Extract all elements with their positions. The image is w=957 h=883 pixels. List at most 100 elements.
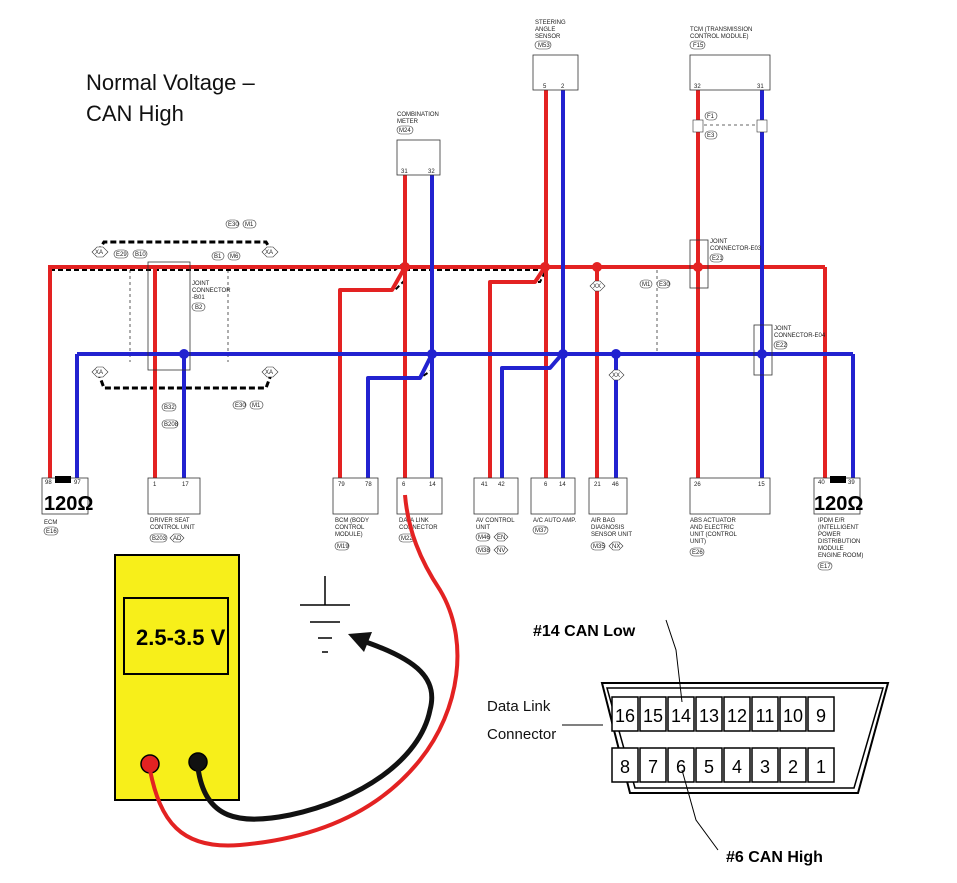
obd-pin-number: 16 — [615, 706, 635, 726]
svg-text:6: 6 — [402, 482, 406, 488]
svg-text:39: 39 — [848, 480, 855, 486]
can-high-pin-label: #6 CAN High — [726, 849, 823, 866]
svg-text:CONTROL UNIT: CONTROL UNIT — [150, 525, 195, 531]
svg-text:M19: M19 — [337, 544, 349, 550]
svg-text:17: 17 — [182, 482, 189, 488]
svg-text:M53: M53 — [538, 43, 550, 49]
svg-text:M22: M22 — [401, 536, 413, 542]
svg-text:XX: XX — [593, 284, 601, 290]
title-line-1: Normal Voltage – — [86, 70, 256, 95]
can-high-leader — [681, 769, 719, 851]
obd-pin-number: 12 — [727, 706, 747, 726]
connector-tags: E30 M1 E29 B10 B1 M6 XA XA XA XA E30 M1 … — [91, 219, 670, 429]
obd-pin-cell — [807, 696, 835, 732]
svg-text:1: 1 — [153, 482, 157, 488]
svg-text:POWER: POWER — [818, 532, 841, 538]
svg-text:40: 40 — [818, 480, 825, 486]
obd-pin-number: 3 — [760, 757, 770, 777]
svg-text:2: 2 — [561, 84, 565, 90]
svg-text:E16: E16 — [46, 529, 57, 535]
obd-pin-cell — [751, 747, 779, 783]
svg-text:JOINT: JOINT — [192, 281, 210, 287]
svg-text:BCM (BODY: BCM (BODY — [335, 518, 369, 524]
obd-pin-cell — [611, 696, 639, 732]
svg-text:AD: AD — [173, 536, 182, 542]
dlc-label-line-2: Connector — [487, 726, 556, 743]
joint-connector-e03: JOINT CONNECTOR-E03 E21 — [689, 239, 762, 289]
red-probe-lead — [148, 494, 460, 848]
obd-pin-number: 13 — [699, 706, 719, 726]
svg-text:M24: M24 — [399, 128, 411, 134]
svg-text:DISTRIBUTION: DISTRIBUTION — [818, 539, 860, 545]
ipdm-er-module: 40 39 120Ω IPDM E/R (INTELLIGENT POWER D… — [813, 476, 863, 571]
obd-pin-cell — [695, 747, 723, 783]
svg-text:XA: XA — [265, 250, 273, 256]
svg-text:A/C AUTO AMP.: A/C AUTO AMP. — [533, 518, 576, 524]
svg-text:MODULE: MODULE — [818, 546, 844, 552]
multimeter: 2.5-3.5 V — [114, 554, 240, 801]
obd-pin-cell — [695, 696, 723, 732]
svg-text:B2: B2 — [195, 305, 203, 311]
obd-pin-number: 6 — [676, 757, 686, 777]
svg-text:B203: B203 — [152, 536, 167, 542]
airbag-diagnosis-sensor-unit: 21 46 AIR BAG DIAGNOSIS SENSOR UNIT M35 … — [588, 477, 632, 551]
svg-text:97: 97 — [74, 480, 81, 486]
svg-text:METER: METER — [397, 119, 419, 125]
svg-text:M1: M1 — [252, 403, 261, 409]
svg-text:DATA LINK: DATA LINK — [399, 518, 429, 524]
obd-pin-cell — [667, 747, 695, 783]
svg-text:CONNECTOR: CONNECTOR — [192, 288, 231, 294]
svg-text:98: 98 — [45, 480, 52, 486]
obd-pin-number: 10 — [783, 706, 803, 726]
obd-pin-cell — [779, 696, 807, 732]
tcm-module: TCM (TRANSMISSION CONTROL MODULE) F15 32… — [689, 27, 771, 140]
ac-auto-amp: 6 14 A/C AUTO AMP. M37 — [530, 477, 576, 535]
svg-text:DIAGNOSIS: DIAGNOSIS — [591, 525, 624, 531]
svg-text:41: 41 — [481, 482, 488, 488]
svg-text:STEERING: STEERING — [535, 20, 566, 26]
svg-text:AND ELECTRIC: AND ELECTRIC — [690, 525, 735, 531]
obd-pin-cell — [723, 747, 751, 783]
obd-pin-cell — [807, 747, 835, 783]
can-low-leader — [665, 619, 683, 703]
svg-text:DRIVER SEAT: DRIVER SEAT — [150, 518, 190, 524]
data-link-connector-module: 6 14 DATA LINK CONNECTOR M22 — [396, 477, 443, 543]
obd-pin-number: 8 — [620, 757, 630, 777]
ecm-terminating-resistor: 120Ω — [44, 493, 93, 515]
svg-text:XA: XA — [95, 250, 103, 256]
dlc-label-line-1: Data Link — [487, 698, 551, 715]
svg-text:E30: E30 — [228, 222, 239, 228]
svg-text:F15: F15 — [693, 43, 704, 49]
svg-text:SENSOR: SENSOR — [535, 34, 561, 40]
obd-pin-number: 9 — [816, 706, 826, 726]
svg-text:UNIT): UNIT) — [690, 539, 706, 545]
joint-connector-e04: JOINT CONNECTOR-E04 E22 — [753, 324, 826, 376]
svg-text:XA: XA — [95, 370, 103, 376]
obd-pin-number: 1 — [816, 757, 826, 777]
svg-text:NX: NX — [612, 544, 620, 550]
obd-pin-number: 14 — [671, 706, 691, 726]
svg-text:COMBINATION: COMBINATION — [397, 112, 439, 118]
svg-text:6: 6 — [544, 482, 548, 488]
title-line-2: CAN High — [86, 101, 184, 126]
svg-text:32: 32 — [428, 169, 435, 175]
svg-text:B10: B10 — [135, 252, 146, 258]
svg-text:14: 14 — [559, 482, 566, 488]
meter-reading: 2.5-3.5 V — [136, 625, 226, 650]
svg-text:M1: M1 — [642, 282, 651, 288]
svg-text:42: 42 — [498, 482, 505, 488]
svg-text:15: 15 — [758, 482, 765, 488]
svg-text:46: 46 — [612, 482, 619, 488]
abs-actuator-unit: 26 15 ABS ACTUATOR AND ELECTRIC UNIT (CO… — [689, 477, 771, 557]
svg-text:32: 32 — [694, 84, 701, 90]
svg-text:CONTROL MODULE): CONTROL MODULE) — [690, 34, 748, 40]
svg-text:AV CONTROL: AV CONTROL — [476, 518, 515, 524]
obd-pin-number: 5 — [704, 757, 714, 777]
av-control-unit: 41 42 AV CONTROL UNIT M46 EN M38 NV — [473, 477, 519, 555]
obd-pin-cell — [611, 747, 639, 783]
svg-text:78: 78 — [365, 482, 372, 488]
can-low-wires — [75, 90, 855, 478]
